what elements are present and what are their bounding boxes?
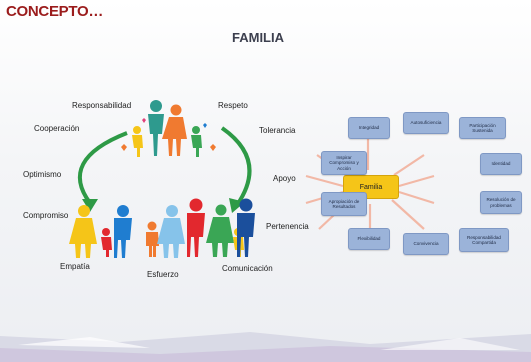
- label-esfuerzo: Esfuerzo: [147, 270, 179, 279]
- concept-node-flexibilidad: Flexibilidad: [348, 228, 390, 250]
- label-apoyo: Apoyo: [273, 174, 296, 183]
- concept-node-participacion: Participación Sustenida: [459, 117, 506, 139]
- label-empatia: Empatía: [60, 262, 90, 271]
- concept-center-node: Familia: [343, 175, 399, 199]
- label-respeto: Respeto: [218, 101, 248, 110]
- label-optimismo: Optimismo: [23, 170, 62, 179]
- label-responsabilidad: Responsabilidad: [72, 101, 132, 110]
- label-pertenencia: Pertenencia: [266, 222, 309, 231]
- slide-subtitle: FAMILIA: [232, 30, 284, 45]
- concept-node-identidad: Identidad: [480, 153, 522, 175]
- left-cycle-arrow: [78, 131, 128, 205]
- concept-node-apropiacion: Apropiación de Resultados: [321, 192, 367, 216]
- slide-title: CONCEPTO…: [6, 3, 104, 20]
- top-family-icon: [121, 100, 216, 157]
- label-compromiso: Compromiso: [23, 211, 69, 220]
- label-comunicacion: Comunicación: [222, 264, 273, 273]
- right-cycle-arrow: [220, 126, 252, 207]
- concept-node-responsabilidad-compartida: Responsabilidad Compartida: [459, 228, 509, 252]
- concept-node-convivencia: Convivencia: [403, 233, 449, 255]
- concept-node-resolucion: Resolución de problemas: [480, 191, 522, 214]
- concept-node-autosuficiencia: Autosuficiencia: [403, 112, 449, 134]
- left-arrowhead-icon: [82, 199, 98, 212]
- bottom-family-icon: [69, 198, 255, 258]
- concept-node-integridad: Integridad: [348, 117, 390, 139]
- concept-node-inspirar: Inspirar Compromiso y Acción: [321, 151, 367, 175]
- label-cooperacion: Cooperación: [34, 124, 80, 133]
- label-tolerancia: Tolerancia: [259, 126, 296, 135]
- decorative-footer: [0, 332, 531, 362]
